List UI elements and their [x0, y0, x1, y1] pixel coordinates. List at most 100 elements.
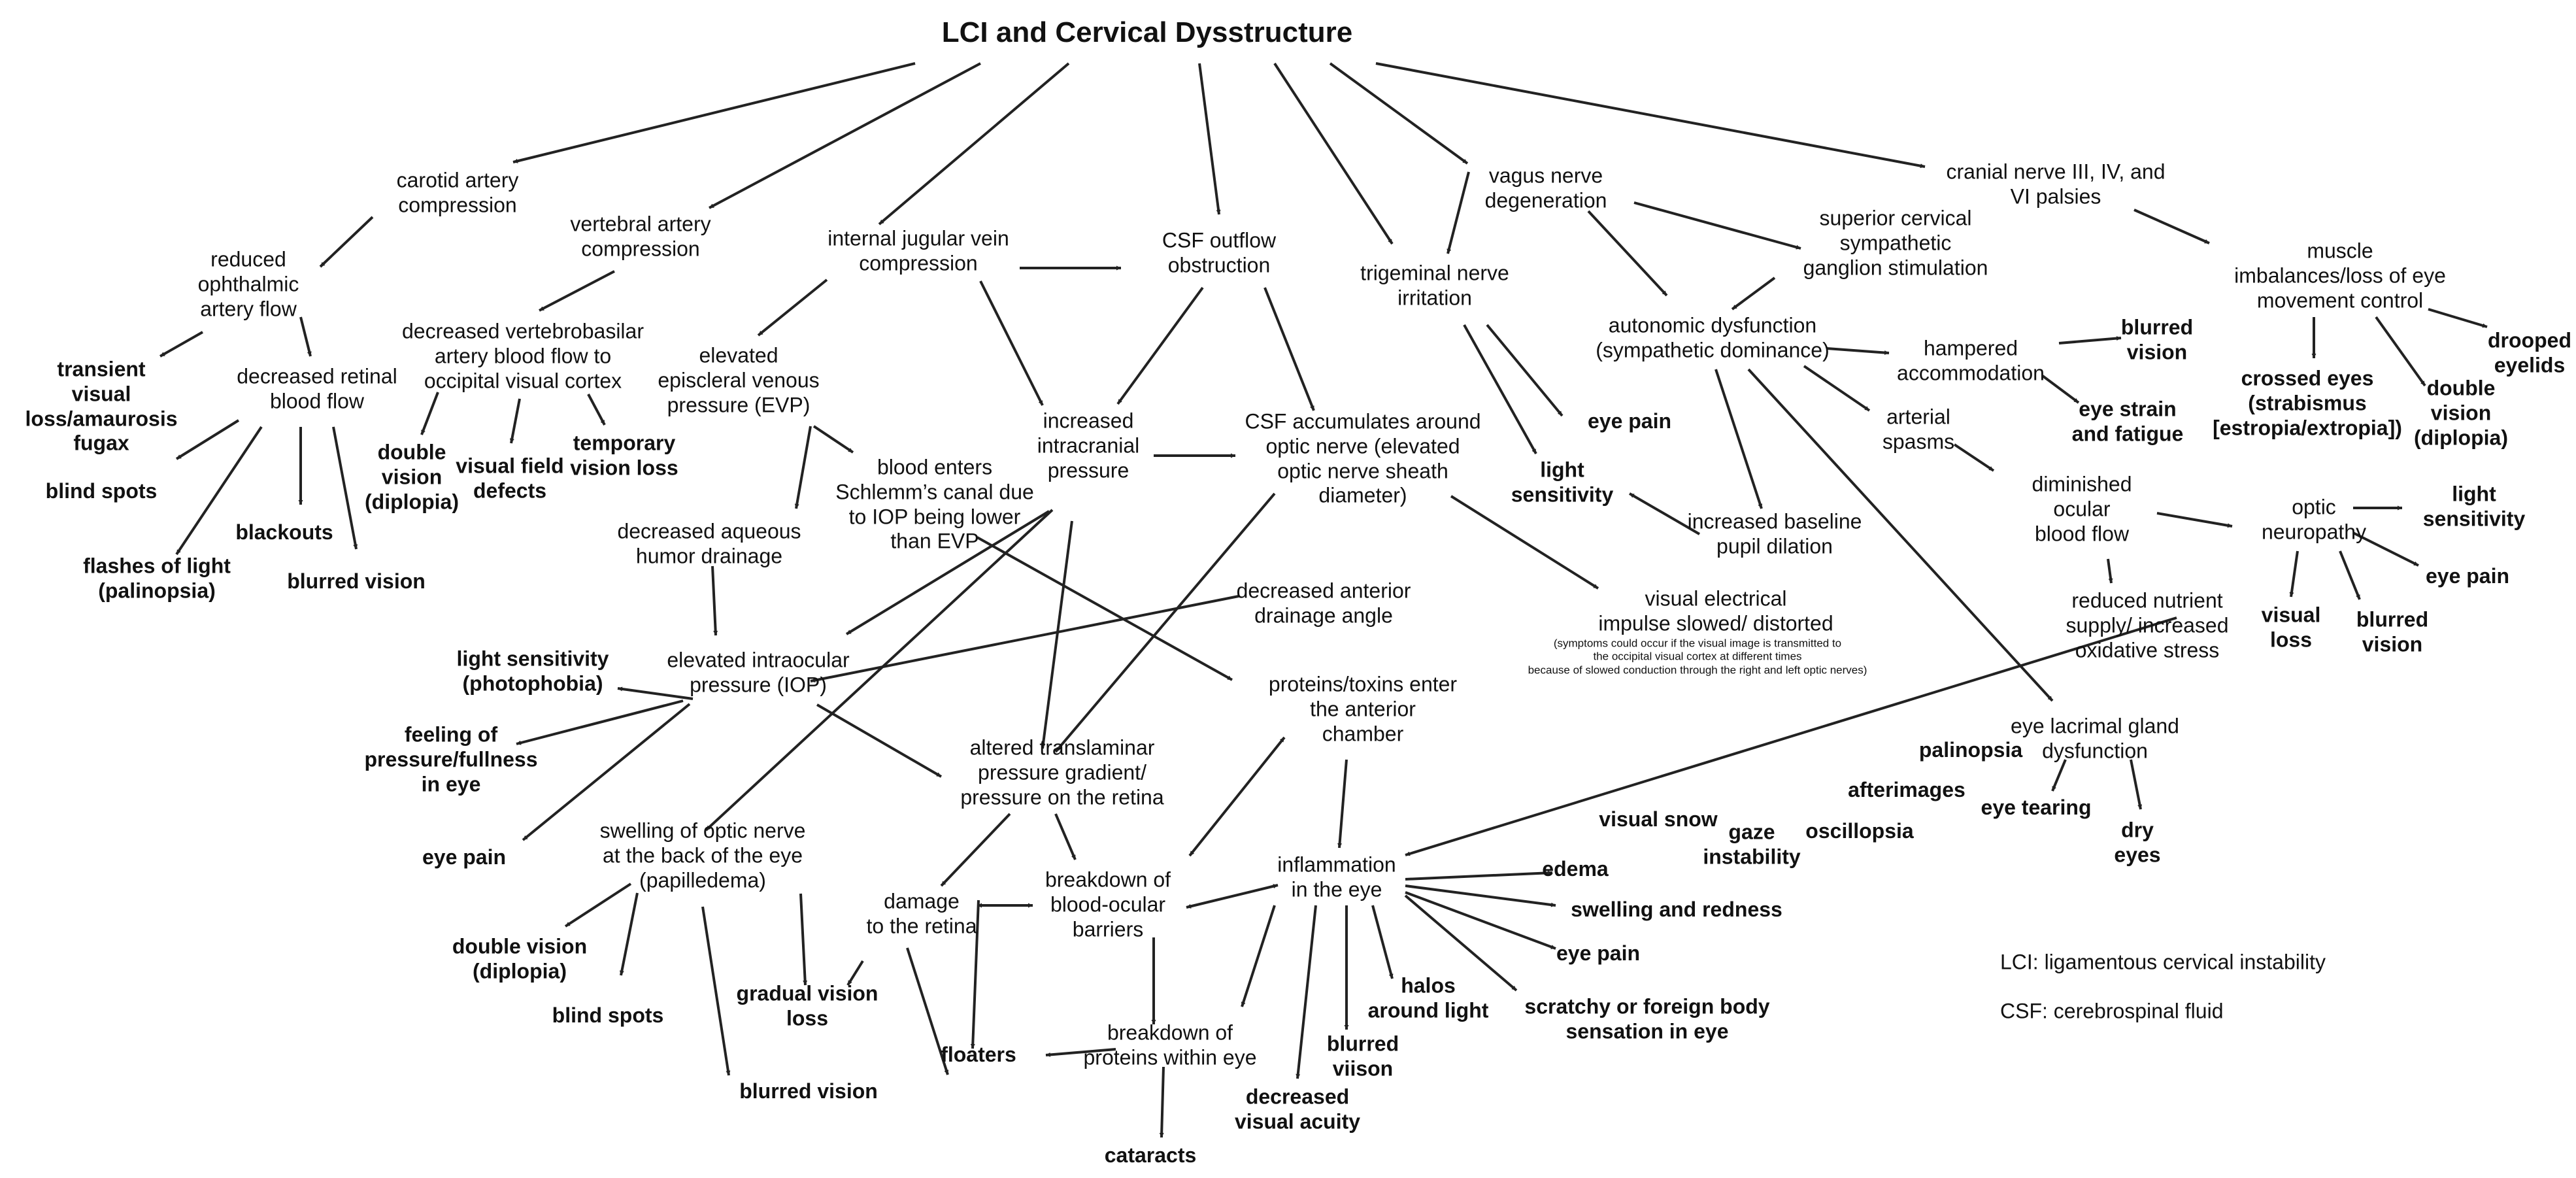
arrow-64 [1447, 171, 1470, 254]
symptom-light-sensitivity: light sensitivity [1511, 458, 1614, 506]
symptom-eye-pain-inflammation: eye pain [1556, 941, 1641, 966]
symptom-light-sensitivity-neuropathy: light sensitivity [2422, 482, 2526, 530]
symptom-double-vision-palsy: double vision (diplopia) [2414, 376, 2508, 449]
symptoms-note: (symptoms could occur if the visual imag… [1528, 637, 1867, 677]
arrow-22 [794, 426, 812, 509]
arrow-42 [564, 883, 632, 928]
symptom-blurred-vision-accommodation: blurred vision [2120, 315, 2194, 363]
legend-lci: LCI: ligamentous cervical instability [2000, 950, 2326, 974]
symptom-palinopsia: palinopsia [1918, 738, 2023, 762]
arrow-71 [1715, 369, 1763, 509]
arrow-75 [1803, 365, 1871, 412]
arrow-45 [799, 893, 808, 986]
symptom-double-vision: double vision (diplopia) [365, 440, 459, 513]
symptom-light-sensitivity-photophobia: light sensitivity (photophobia) [456, 647, 609, 695]
node-elevated-episcleral-venous-pressure: elevated episcleral venous pressure (EVP… [658, 343, 820, 416]
symptom-cataracts: cataracts [1104, 1143, 1197, 1168]
node-increased-baseline-pupil-dilation: increased baseline pupil dilation [1687, 509, 1862, 558]
node-optic-neuropathy: optic neuropathy [2261, 495, 2367, 543]
arrow-69 [1731, 277, 1776, 311]
arrow-54 [1159, 1066, 1165, 1138]
arrow-77 [2156, 512, 2233, 528]
arrow-44 [701, 906, 731, 1076]
arrow-21 [979, 280, 1044, 406]
arrow-8 [319, 216, 374, 268]
symptom-gradual-vision-loss: gradual vision loss [736, 981, 878, 1030]
node-muscle-imbalances: muscle imbalances/loss of eye movement c… [2234, 239, 2446, 312]
arrow-60 [1371, 905, 1394, 979]
symptom-blurred-vision-papilledema: blurred vision [739, 1079, 878, 1103]
symptom-eye-pain-neuropathy: eye pain [2425, 564, 2510, 588]
symptom-gaze-instability: gaze instability [1703, 820, 1801, 868]
arrow-36 [617, 686, 694, 700]
symptom-oscillopsia: oscillopsia [1805, 819, 1914, 843]
node-trigeminal-nerve-irritation: trigeminal nerve irritation [1360, 261, 1509, 309]
arrow-35 [977, 536, 1233, 681]
arrow-15 [539, 270, 615, 312]
arrow-4 [1198, 63, 1221, 215]
node-cranial-nerve-palsies: cranial nerve III, IV, and VI palsies [1946, 160, 2166, 208]
node-altered-translaminar-pressure: altered translaminar pressure gradient/ … [960, 735, 1164, 809]
node-blood-enters-schlemms-canal: blood enters Schlemm’s canal due to IOP … [835, 455, 1034, 553]
arrow-26 [1263, 287, 1315, 411]
symptom-flashes-of-light: flashes of light (palinopsia) [83, 554, 231, 602]
arrow-74 [2041, 375, 2080, 404]
node-decreased-vertebrobasilar-flow: decreased vertebrobasilar artery blood f… [402, 319, 644, 392]
node-decreased-anterior-drainage-angle: decreased anterior drainage angle [1236, 579, 1411, 627]
arrow-40 [940, 813, 1011, 887]
arrow-66 [1463, 324, 1537, 454]
symptom-visual-snow: visual snow [1599, 807, 1718, 832]
node-reduced-ophthalmic-artery-flow: reduced ophthalmic artery flow [197, 247, 299, 320]
node-decreased-aqueous-drainage: decreased aqueous humor drainage [617, 519, 801, 567]
arrow-52 [1337, 759, 1348, 849]
arrow-72 [1747, 368, 2054, 702]
arrow-76 [1953, 443, 1995, 472]
arrow-56 [1405, 870, 1553, 881]
symptom-visual-loss: visual loss [2261, 603, 2321, 651]
node-vagus-nerve-degeneration: vagus nerve degeneration [1484, 163, 1607, 212]
symptom-blurred-vision-neuropathy: blurred vision [2356, 607, 2429, 656]
symptom-decreased-visual-acuity: decreased visual acuity [1234, 1085, 1361, 1133]
node-autonomic-dysfunction: autonomic dysfunction (sympathetic domin… [1596, 313, 1830, 362]
arrow-9 [159, 331, 203, 358]
symptom-temporary-vision-loss: temporary vision loss [570, 431, 678, 479]
node-visual-electrical-impulse: visual electrical impulse slowed/ distor… [1598, 586, 1833, 635]
arrow-37 [516, 699, 684, 745]
arrow-83 [1405, 616, 2177, 856]
node-elevated-intraocular-pressure: elevated intraocular pressure (IOP) [667, 648, 850, 696]
arrow-7 [1375, 62, 1926, 169]
arrow-39 [816, 703, 943, 778]
symptom-transient-visual-loss: transient visual loss/amaurosis fugax [25, 357, 178, 455]
arrow-1 [512, 62, 916, 163]
arrow-23 [812, 425, 854, 454]
node-hampered-accommodation: hampered accommodation [1897, 336, 2045, 384]
arrow-50 [1186, 884, 1279, 909]
arrow-89 [2428, 308, 2488, 328]
arrow-2 [709, 62, 981, 209]
symptom-blind-spots: blind spots [45, 479, 158, 503]
arrow-18 [587, 394, 606, 426]
arrow-63 [1241, 905, 1276, 1007]
arrow-3 [878, 62, 1070, 226]
symptom-swelling-and-redness: swelling and redness [1571, 898, 1782, 922]
node-vertebral-artery-compression: vertebral artery compression [570, 212, 711, 260]
node-diminished-ocular-blood-flow: diminished ocular blood flow [2032, 472, 2132, 545]
symptom-scratchy-sensation: scratchy or foreign body sensation in ey… [1524, 994, 1770, 1043]
arrow-68 [1633, 201, 1801, 250]
arrow-73 [2058, 336, 2122, 345]
arrow-16 [420, 392, 439, 435]
arrow-10 [299, 316, 312, 357]
symptom-halos-around-light: halos around light [1367, 973, 1489, 1022]
arrow-11 [175, 419, 240, 460]
arrow-55 [1045, 1048, 1116, 1057]
arrow-81 [2339, 550, 2361, 600]
arrow-85 [2130, 759, 2143, 810]
arrow-58 [1405, 891, 1556, 950]
legend-csf: CSF: cerebrospinal fluid [2000, 999, 2224, 1023]
symptom-drooped-eyelids: drooped eyelids [2488, 328, 2571, 377]
arrow-33 [1628, 492, 1701, 535]
arrow-17 [509, 398, 521, 444]
symptom-eye-strain-and-fatigue: eye strain and fatigue [2071, 397, 2184, 445]
arrow-41 [1054, 813, 1077, 860]
symptom-visual-field-defects: visual field defects [456, 454, 564, 502]
